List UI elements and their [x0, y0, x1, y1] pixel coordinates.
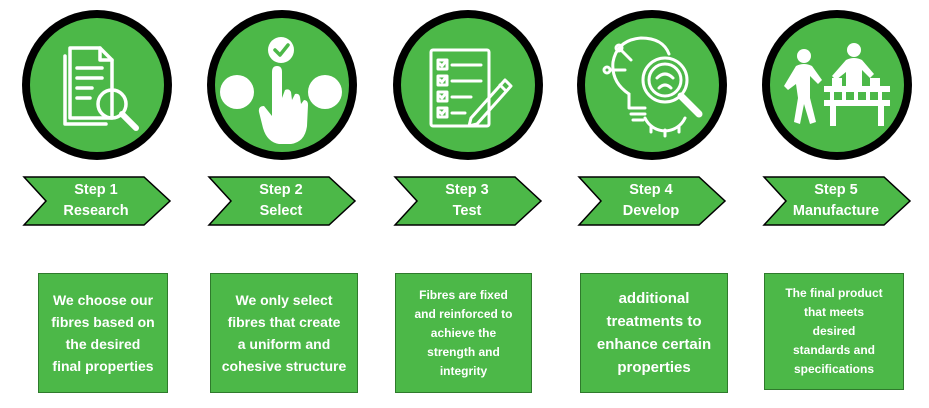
step-2-desc-line: We only select — [235, 292, 333, 308]
step-4-chevron: Step 4 Develop — [577, 175, 727, 227]
hand-select-icon — [220, 37, 342, 144]
step-3-description: Fibres are fixed and reinforced to achie… — [395, 273, 532, 393]
step-4-icon-circle — [577, 10, 727, 160]
step-1-icon-circle — [22, 10, 172, 160]
step-3-chevron: Step 3 Test — [393, 175, 543, 227]
step-3-title: Test — [452, 203, 482, 219]
step-3-desc-line: strength and — [427, 344, 500, 359]
step-3-icon-circle — [393, 10, 543, 160]
step-5-description: The final product that meets desired sta… — [764, 273, 904, 390]
step-2-desc-line: a uniform and — [237, 336, 331, 352]
step-3-desc-line: integrity — [439, 363, 488, 378]
step-1-description: We choose our fibres based on the desire… — [38, 273, 168, 393]
bulb-magnifier-icon — [602, 36, 703, 138]
step-3-number: Step 3 — [445, 182, 489, 198]
step-2-title: Select — [259, 203, 303, 219]
step-4-desc-line: treatments to — [606, 313, 702, 330]
step-3-desc-line: achieve the — [430, 325, 497, 340]
step-1-title: Research — [63, 203, 129, 219]
step-5-icon-circle — [762, 10, 912, 160]
step-4-description: additional treatments to enhance certain… — [580, 273, 728, 393]
step-4-desc-line: properties — [617, 359, 691, 376]
step-2-chevron: Step 2 Select — [207, 175, 357, 227]
step-5-desc-line: standards and — [792, 343, 876, 357]
step-5-title: Manufacture — [792, 203, 880, 219]
document-search-icon — [63, 46, 139, 131]
step-1-desc-line: fibres based on — [51, 314, 155, 330]
step-5-desc-line: that meets — [803, 305, 865, 319]
checklist-icon — [429, 48, 513, 128]
step-5-desc-line: The final product — [785, 286, 883, 300]
step-2-description: We only select fibres that create a unif… — [210, 273, 358, 393]
step-2-desc-line: cohesive structure — [221, 358, 347, 374]
step-1-desc-line: We choose our — [52, 292, 154, 308]
step-4-desc-line: additional — [618, 290, 690, 307]
step-1-number: Step 1 — [74, 182, 118, 198]
step-1-desc-line: final properties — [52, 358, 154, 374]
step-2-desc-line: fibres that create — [227, 314, 341, 330]
step-3-desc-line: and reinforced to — [414, 306, 513, 321]
step-3-desc-line: Fibres are fixed — [419, 287, 508, 302]
step-4-desc-line: enhance certain — [596, 336, 712, 353]
step-1-chevron: Step 1 Research — [22, 175, 172, 227]
step-5-chevron: Step 5 Manufacture — [762, 175, 912, 227]
step-2-icon-circle — [207, 10, 357, 160]
step-1-desc-line: the desired — [65, 336, 141, 352]
step-5-desc-line: specifications — [793, 362, 875, 376]
factory-workers-icon — [784, 43, 890, 126]
step-5-number: Step 5 — [814, 182, 858, 198]
step-5-desc-line: desired — [812, 324, 856, 338]
step-4-number: Step 4 — [629, 182, 673, 198]
step-2-number: Step 2 — [259, 182, 303, 198]
step-4-title: Develop — [622, 203, 680, 219]
